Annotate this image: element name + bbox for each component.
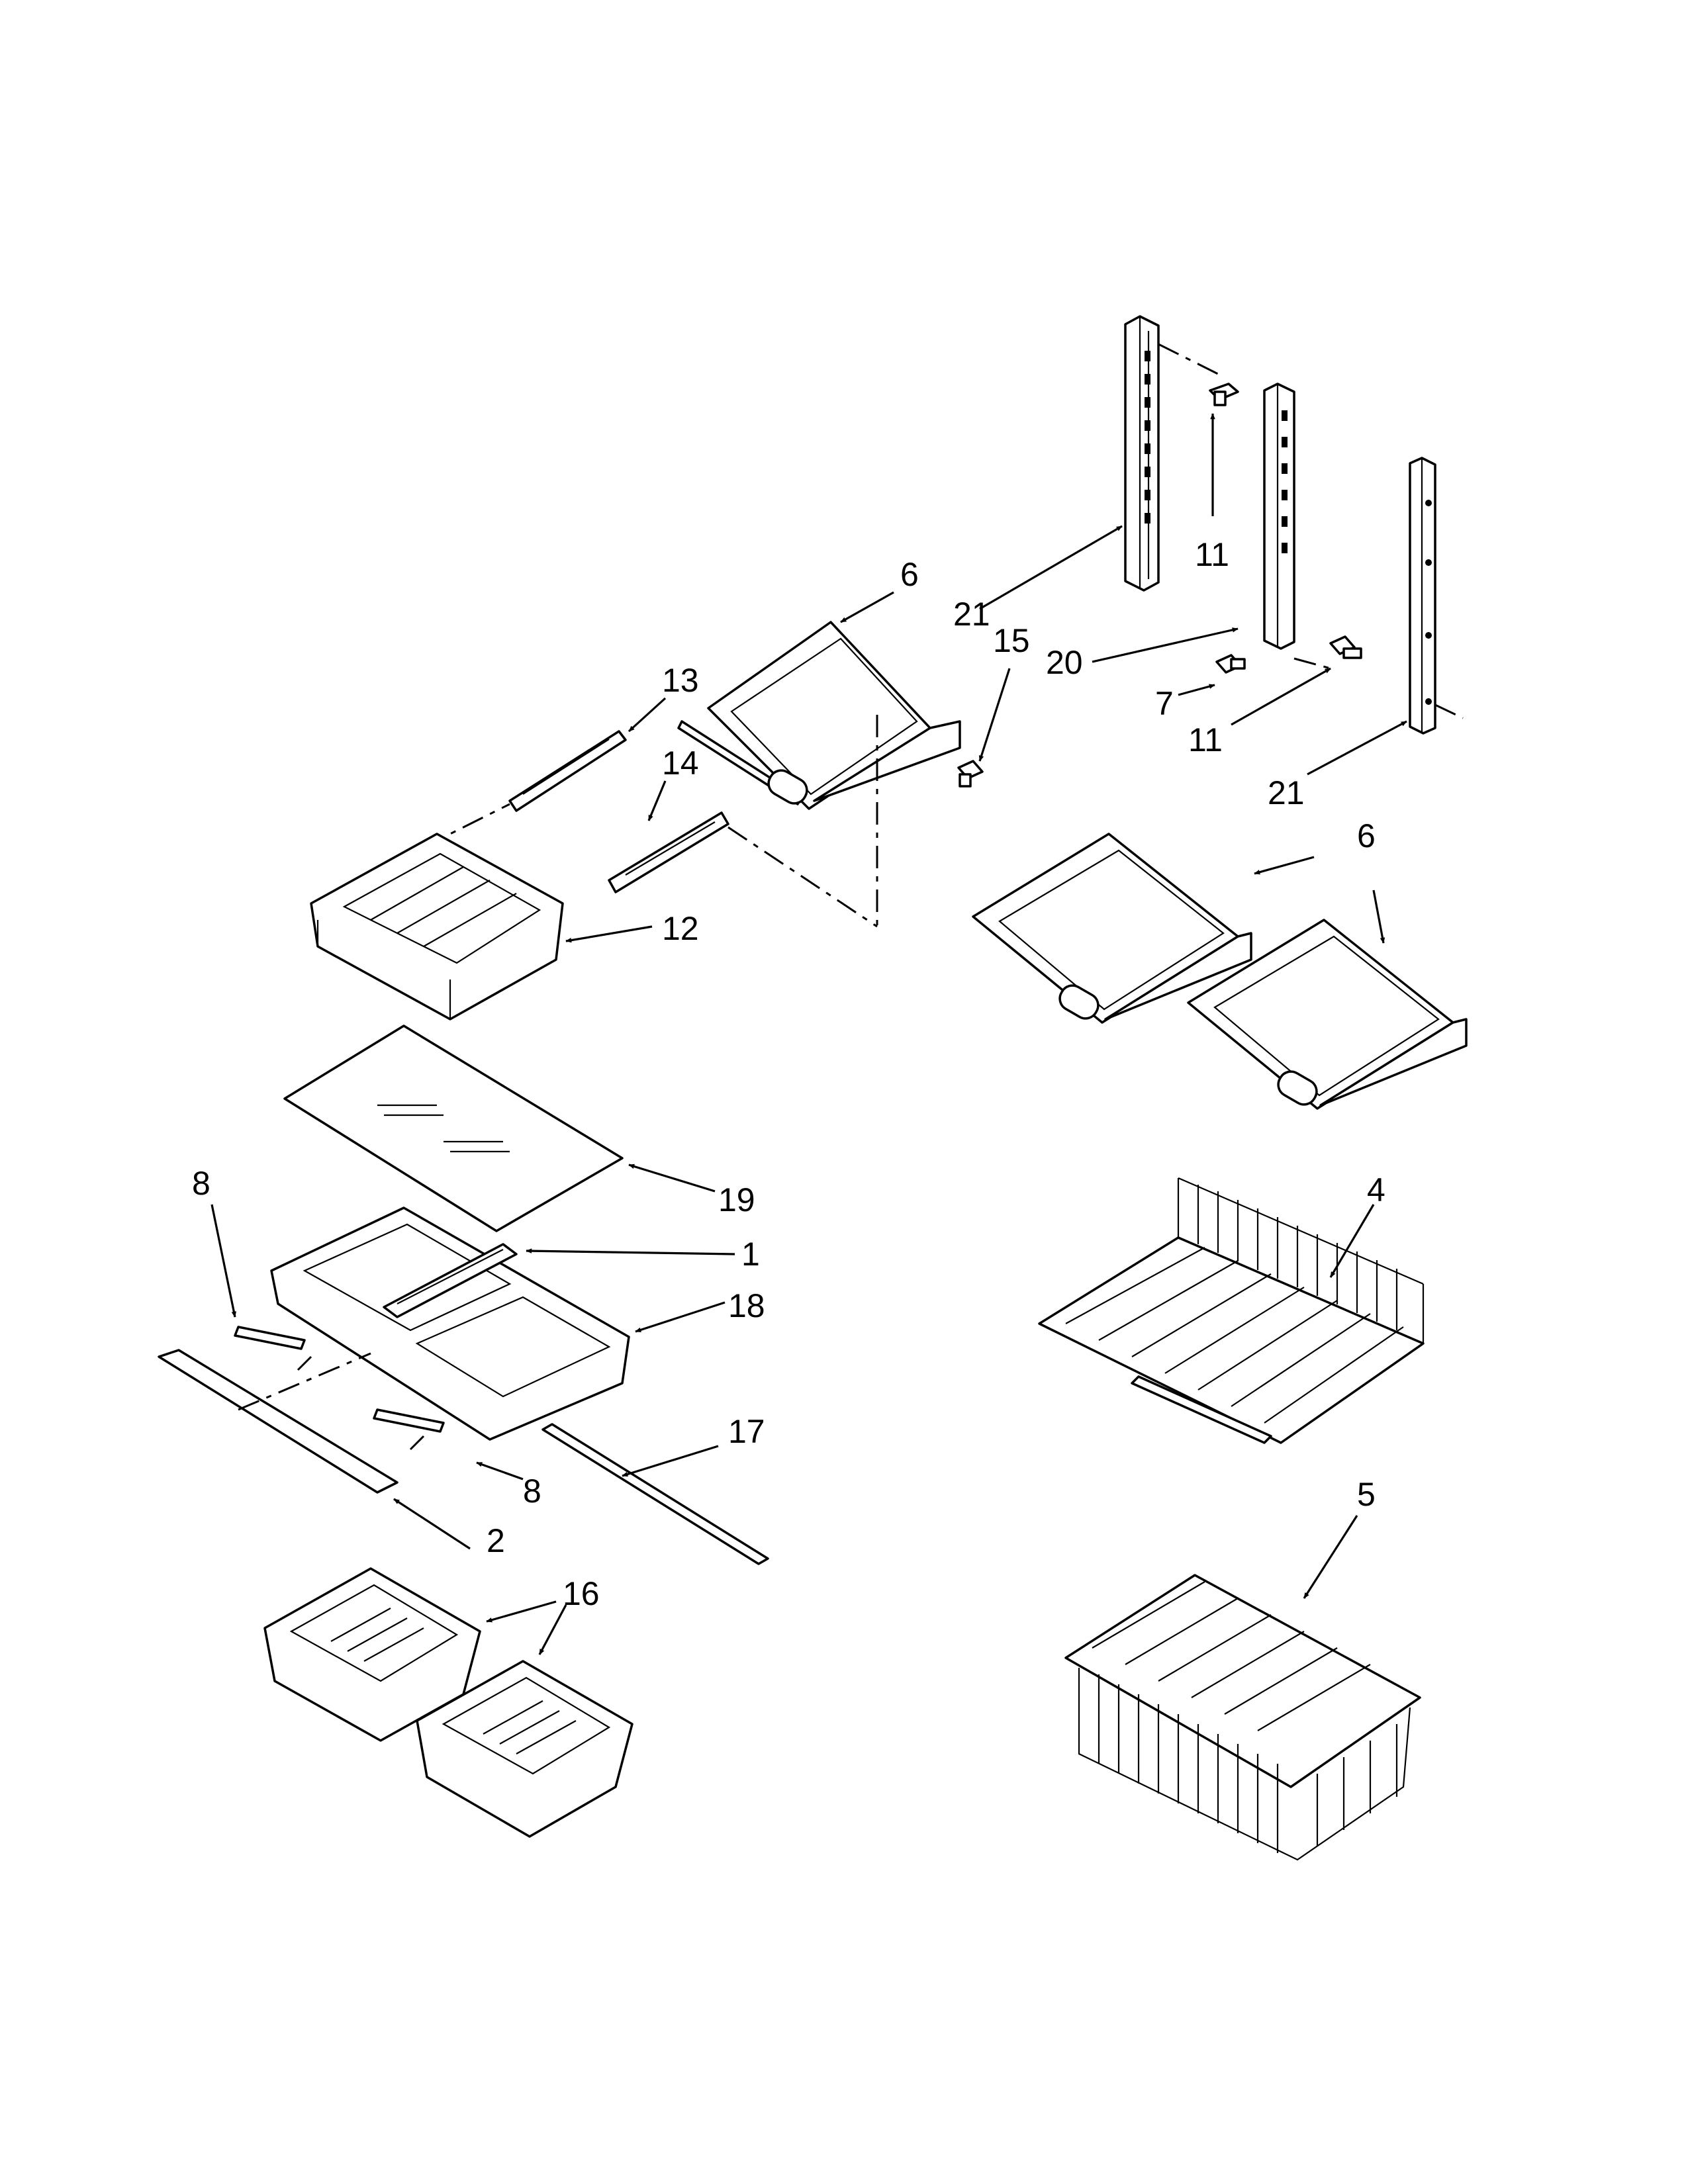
- rod-17: [541, 1423, 769, 1565]
- pan-16-right: [416, 1660, 633, 1838]
- callout-21-lower: 21: [1268, 774, 1305, 811]
- callout-18: 18: [728, 1287, 765, 1324]
- callout-2: 2: [487, 1522, 505, 1559]
- trim-2: [158, 1349, 399, 1494]
- shelf-6-top: [677, 621, 961, 810]
- screw-11-lower: [1329, 635, 1362, 659]
- screw-7: [1215, 654, 1246, 674]
- shelf-6-middle: [972, 833, 1252, 1024]
- leader-lines: [211, 413, 1407, 1655]
- callout-5: 5: [1357, 1476, 1376, 1513]
- callout-8-lower: 8: [523, 1473, 541, 1510]
- clip-8-left: [234, 1326, 306, 1350]
- screw-11-upper: [1209, 383, 1239, 406]
- callout-1: 1: [741, 1236, 760, 1273]
- callout-11-lower: 11: [1188, 721, 1223, 758]
- callout-14: 14: [662, 745, 699, 782]
- callout-15: 15: [993, 622, 1030, 659]
- callout-12: 12: [662, 910, 699, 947]
- callout-20: 20: [1046, 644, 1083, 681]
- callout-13: 13: [662, 662, 699, 699]
- callout-7: 7: [1155, 685, 1174, 722]
- callout-19: 19: [718, 1181, 755, 1218]
- wire-shelf-4: [1038, 1177, 1425, 1444]
- callout-21-upper: 21: [953, 596, 990, 633]
- callout-8-upper: 8: [192, 1165, 211, 1202]
- screw-15: [957, 760, 984, 788]
- slide-1: [383, 1243, 518, 1318]
- callout-16: 16: [563, 1575, 600, 1612]
- wire-basket-5: [1064, 1574, 1421, 1861]
- crisper-drawer-12: [310, 833, 564, 1021]
- callout-4: 4: [1367, 1171, 1385, 1208]
- callout-6-top: 6: [900, 556, 919, 593]
- callout-17: 17: [728, 1413, 765, 1450]
- glass-shelf-19: [283, 1024, 624, 1232]
- shelf-rail-20-center: [1263, 383, 1295, 650]
- shelf-rail-21-right: [1409, 457, 1436, 735]
- slide-14: [608, 811, 729, 893]
- slide-13: [508, 730, 627, 812]
- callout-11-upper: 11: [1195, 536, 1229, 573]
- shelf-6-bottom: [1187, 919, 1468, 1110]
- clip-8-right: [373, 1408, 445, 1433]
- shelf-rail-21-left: [1124, 315, 1160, 592]
- callout-6-middle: 6: [1357, 817, 1376, 854]
- crisper-frame-18: [270, 1206, 630, 1441]
